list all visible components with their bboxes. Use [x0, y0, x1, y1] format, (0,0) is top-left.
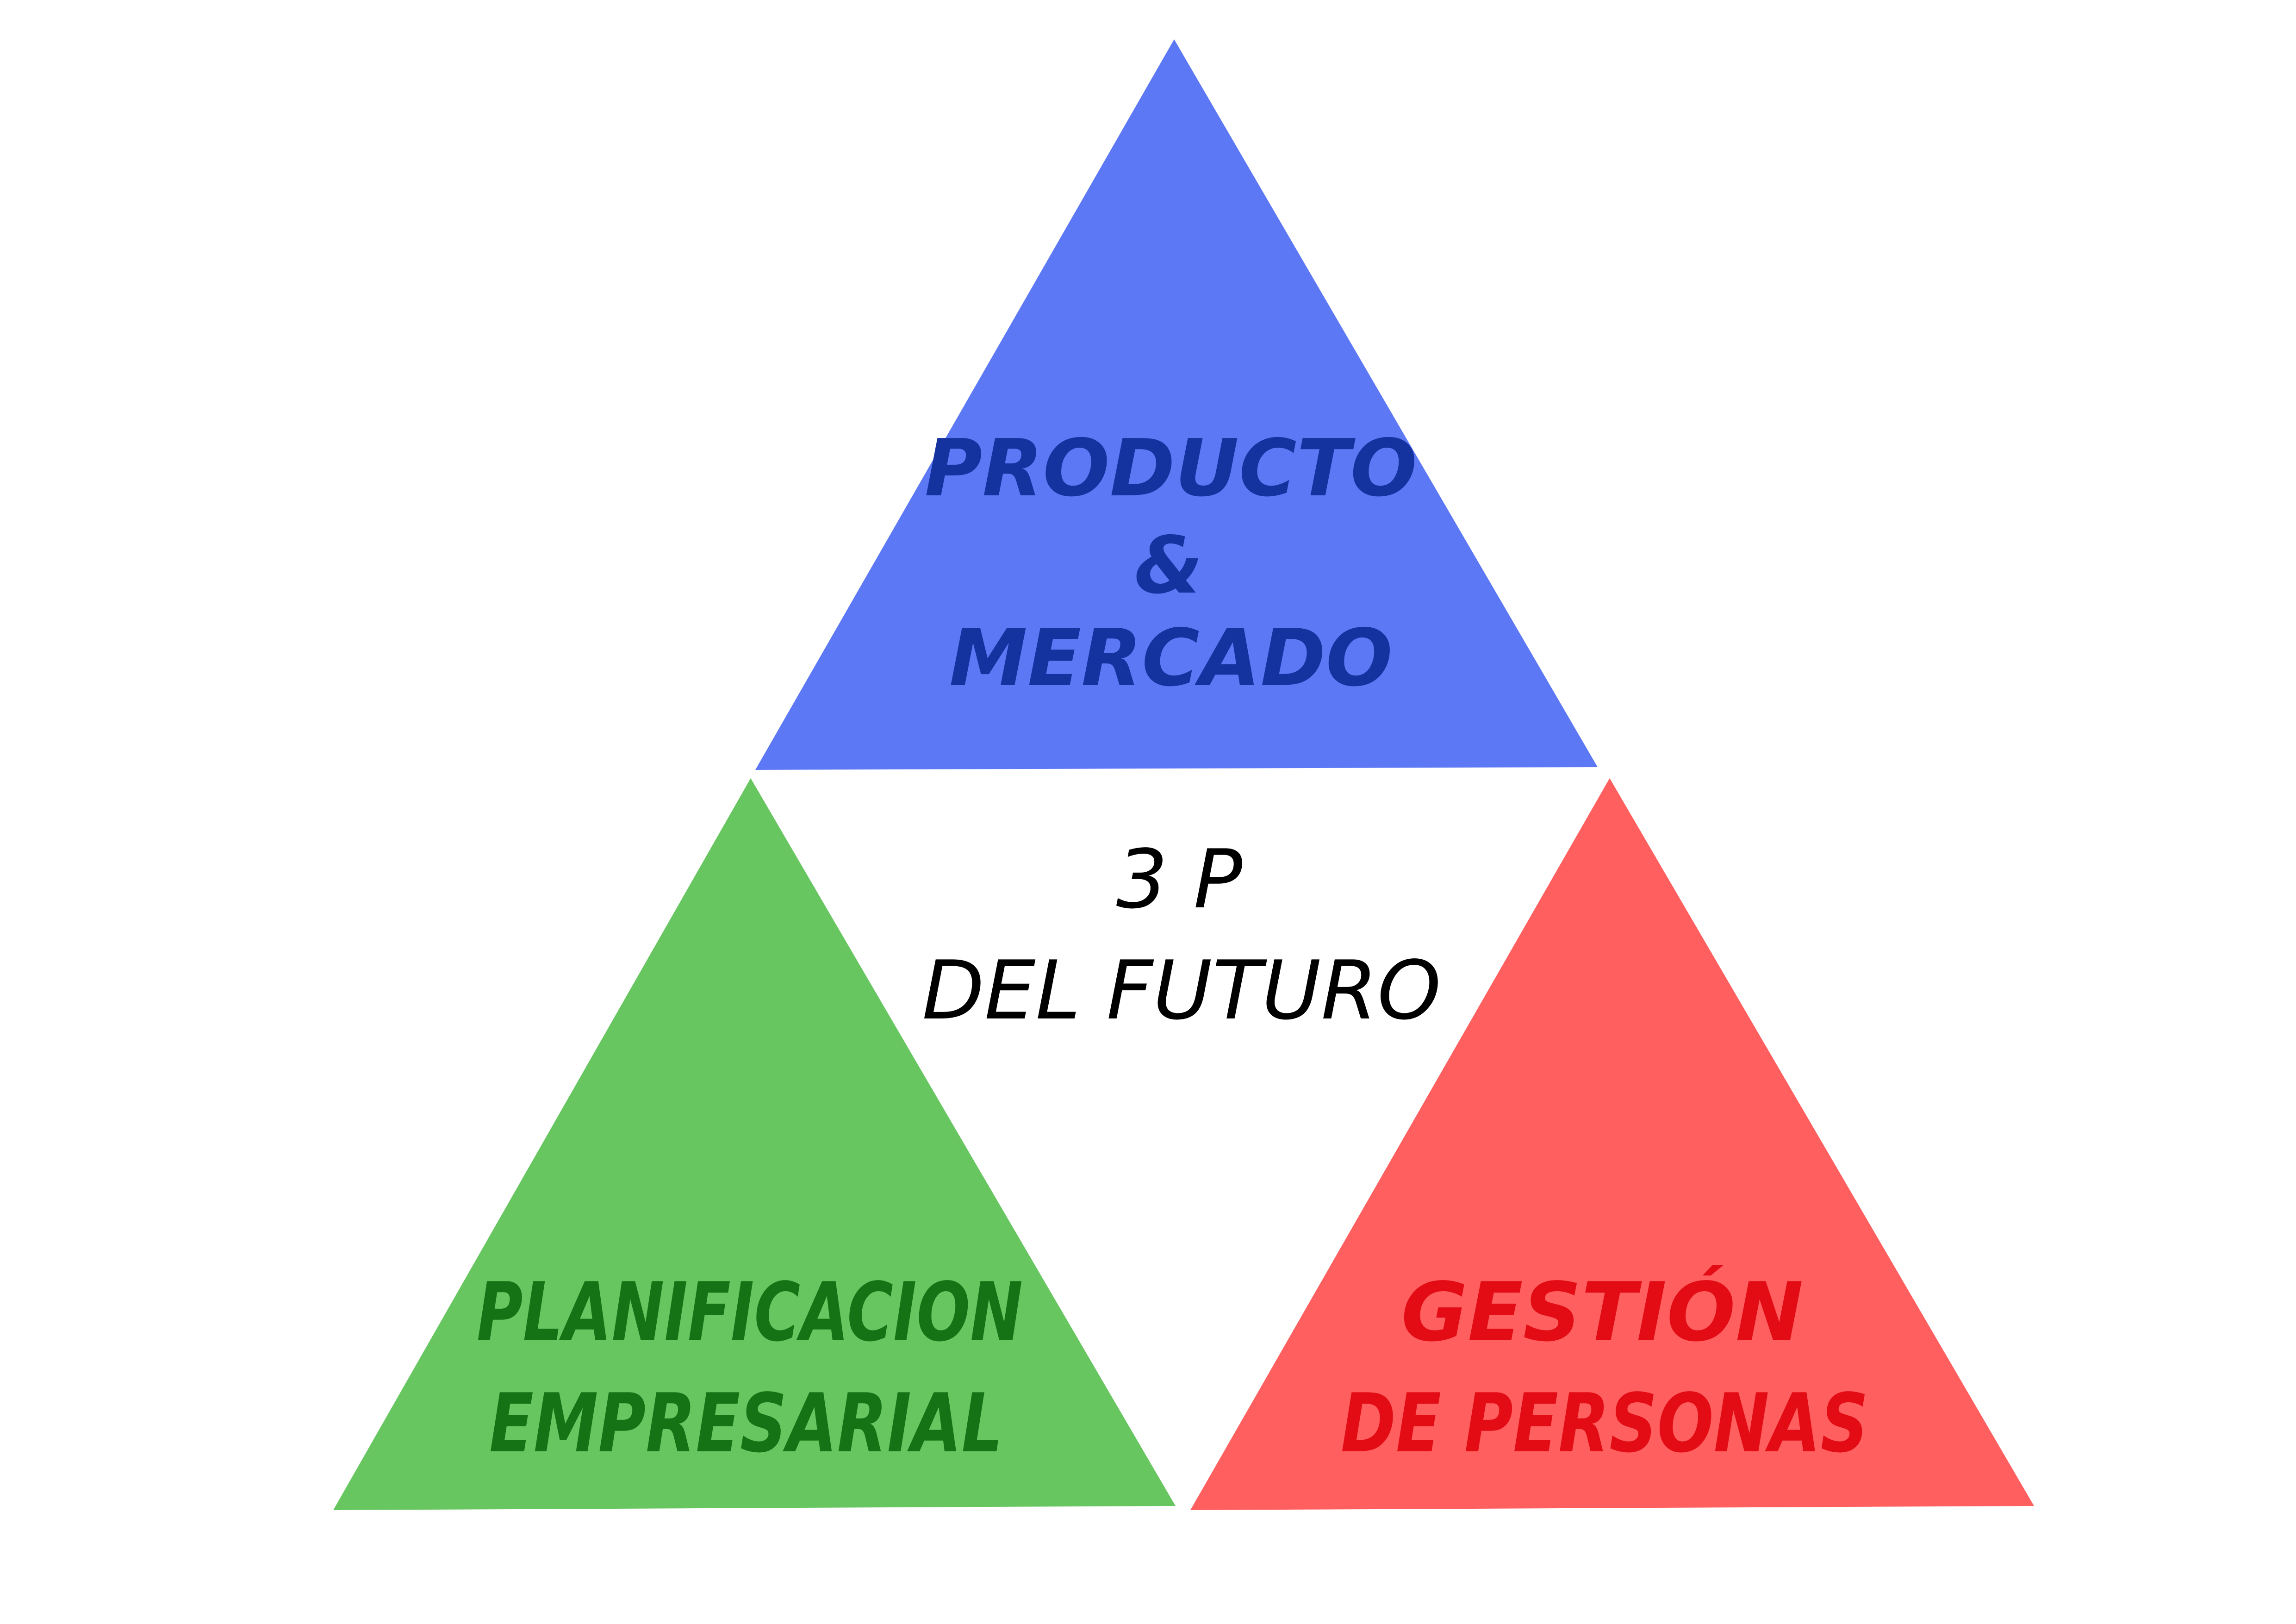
center-label-line-2: DEL FUTURO — [922, 944, 1441, 1038]
triangle-planificacion-empresarial — [333, 778, 1176, 1510]
top-label-line-3: MERCADO — [949, 612, 1393, 704]
top-label-line-1: PRODUCTO — [925, 423, 1417, 514]
left-label-line-1: PLANIFICACION — [477, 1266, 1023, 1360]
center-label-line-1: 3 P — [1116, 833, 1243, 927]
left-label-line-2: EMPRESARIAL — [489, 1377, 1003, 1471]
right-label-line-1: GESTIÓN — [1401, 1265, 1804, 1360]
triangle-producto-mercado — [755, 39, 1598, 770]
right-label-line-2: DE PERSONAS — [1341, 1377, 1868, 1471]
triangle-gestion-personas — [1190, 778, 2034, 1510]
top-label-line-2: & — [1134, 520, 1203, 612]
